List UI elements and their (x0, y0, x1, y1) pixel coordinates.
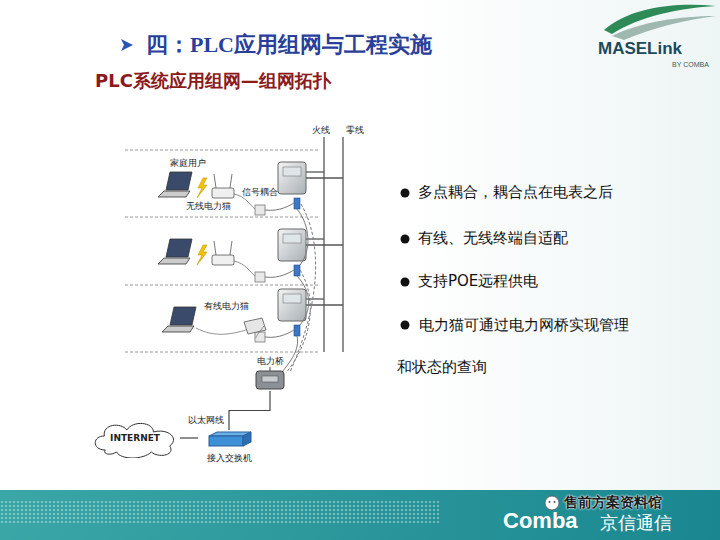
access-switch: 接入交换机 (198, 430, 260, 464)
device-label: 信号耦合 (242, 186, 278, 199)
node-label: INTERNET (110, 432, 160, 444)
wechat-icon (545, 496, 559, 510)
laptops (158, 172, 196, 332)
electric-meters (278, 162, 306, 321)
bullet-text: 电力猫可通过电力网桥实现管理 和状态的查询 (397, 304, 702, 388)
logo-text: MASELink (598, 38, 682, 59)
network-cable (229, 391, 270, 430)
section-heading: PLC系统应用组网—组网拓扑 (95, 70, 331, 92)
footer-logo: Comba (503, 508, 578, 534)
footer-logo: 京信通信 (600, 512, 672, 534)
wired-modem (196, 318, 266, 338)
logo-swoosh (604, 5, 716, 40)
power-bridge: 电力桥 (240, 355, 300, 391)
wireless-signal (197, 178, 207, 265)
diagram-panel (95, 118, 375, 475)
device-icon (244, 367, 296, 391)
coupling-wires (265, 203, 316, 373)
footer-dots (0, 500, 440, 524)
bullet-text: 有线、无线终端自适配 (418, 229, 568, 248)
signal-couplers (294, 198, 300, 336)
device-label: 无线电力猫 (186, 200, 231, 213)
logo-subtext: BY COMBA (672, 59, 709, 70)
node-label: 接入交换机 (198, 452, 260, 464)
wire-label: 火线 (312, 124, 330, 137)
power-lines (306, 137, 343, 352)
device-label: 家庭用户 (170, 157, 206, 170)
wire-label: 零线 (346, 124, 364, 137)
floor-lines (125, 150, 318, 352)
node-label: 电力桥 (240, 355, 300, 367)
edge-label: 以太网线 (187, 414, 225, 426)
bullet-text: 支持POE远程供电 (418, 272, 538, 291)
bullet-dots (401, 189, 410, 330)
device-label: 有线电力猫 (204, 300, 249, 313)
footer-band (0, 490, 720, 540)
title-arrow (121, 39, 133, 51)
bullet-text: 多点耦合，耦合点在电表之后 (418, 183, 613, 202)
slide-title: 四：PLC应用组网与工程实施 (146, 30, 432, 60)
internet-cloud: INTERNET (90, 418, 180, 458)
network-cable (180, 437, 198, 438)
watermark: 售前方案资料馆 (564, 493, 662, 511)
device-icon (203, 430, 255, 450)
